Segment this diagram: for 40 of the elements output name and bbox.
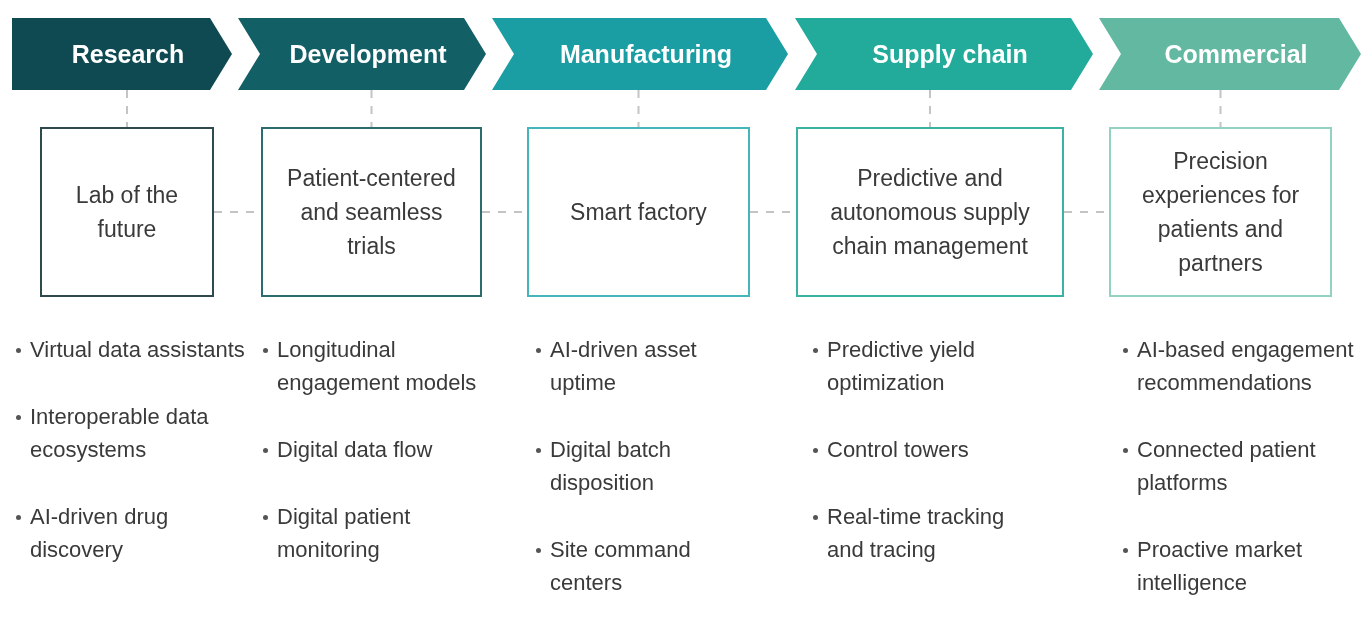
stage-banner: [492, 18, 788, 90]
bullet-item: Control towers: [827, 436, 969, 464]
bullet-item: Virtual data assistants: [30, 336, 245, 364]
bullet-item: Digital patient monitoring: [277, 503, 412, 564]
stage-banner: [1099, 18, 1361, 90]
box-text: Precision experiences for patients and partners: [1140, 147, 1301, 278]
bullet-item: Longitudinal engagement models: [277, 336, 478, 397]
dashed-connector: [370, 89, 373, 128]
dashed-connector: [126, 89, 128, 128]
box-text: Lab of the future: [74, 181, 180, 244]
process-box: [40, 127, 214, 297]
stage-title: Commercial: [1163, 39, 1308, 69]
bullet-item: Digital data flow: [277, 436, 433, 464]
stage-title: Research: [70, 39, 185, 69]
bullet-item: Predictive yield optimization: [827, 336, 976, 397]
process-box: [1109, 127, 1332, 297]
stage-banner: [12, 18, 232, 90]
bullet-item: Real-time tracking and tracing: [827, 503, 1006, 564]
bullet-item: Interoperable data ecosystems: [30, 403, 210, 464]
stage-banner: [238, 18, 486, 90]
bullet-item: Site command centers: [550, 536, 692, 597]
process-box: [527, 127, 750, 297]
stage-banner: [795, 18, 1093, 90]
box-text: Patient-centered and seamless trials: [286, 164, 457, 261]
stage-title: Manufacturing: [558, 39, 733, 69]
bullet-item: Proactive market intelligence: [1137, 536, 1304, 597]
box-text: Smart factory: [570, 198, 707, 227]
bullet-item: Digital batch disposition: [550, 436, 673, 497]
dashed-connector: [637, 89, 640, 128]
bullet-item: AI-based engagement recommendations: [1137, 336, 1355, 397]
stage-title: Development: [288, 39, 447, 69]
stage-title: Supply chain: [871, 39, 1028, 69]
process-box: [796, 127, 1064, 297]
bullet-item: AI-driven asset uptime: [550, 336, 698, 397]
process-box: [261, 127, 482, 297]
bullet-item: Connected patient platforms: [1137, 436, 1317, 497]
dashed-connector: [929, 89, 931, 128]
dashed-connector: [1219, 89, 1222, 128]
box-text: Predictive and autonomous supply chain management: [829, 164, 1031, 261]
bullet-item: AI-driven drug discovery: [30, 503, 170, 564]
